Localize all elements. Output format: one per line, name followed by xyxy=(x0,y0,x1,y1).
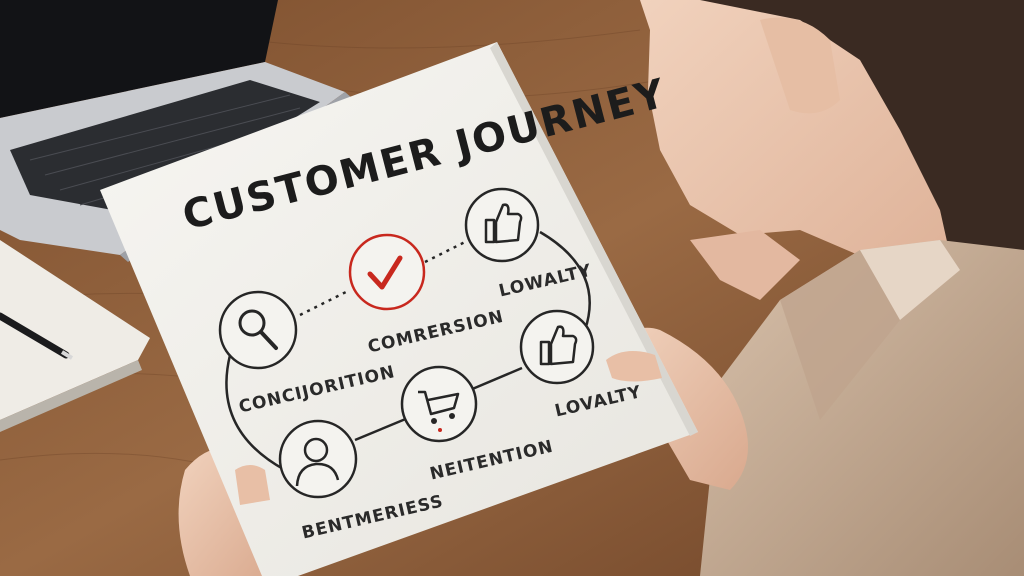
person-icon xyxy=(278,419,358,499)
thumbs-up-icon xyxy=(519,309,595,385)
pen xyxy=(0,312,74,360)
connector-dotted xyxy=(299,288,351,317)
checkmark-icon xyxy=(348,233,426,311)
fingers xyxy=(235,351,662,505)
connector-curve xyxy=(225,354,286,472)
notebook xyxy=(0,240,150,432)
thumbs-up-icon xyxy=(464,187,540,263)
connector-line xyxy=(469,366,523,392)
connector-line xyxy=(354,416,409,442)
search-icon xyxy=(218,290,298,370)
journey-diagram xyxy=(225,230,591,472)
woman xyxy=(640,0,1024,576)
shopping-cart-icon xyxy=(400,365,478,443)
connector-curve xyxy=(539,230,591,331)
